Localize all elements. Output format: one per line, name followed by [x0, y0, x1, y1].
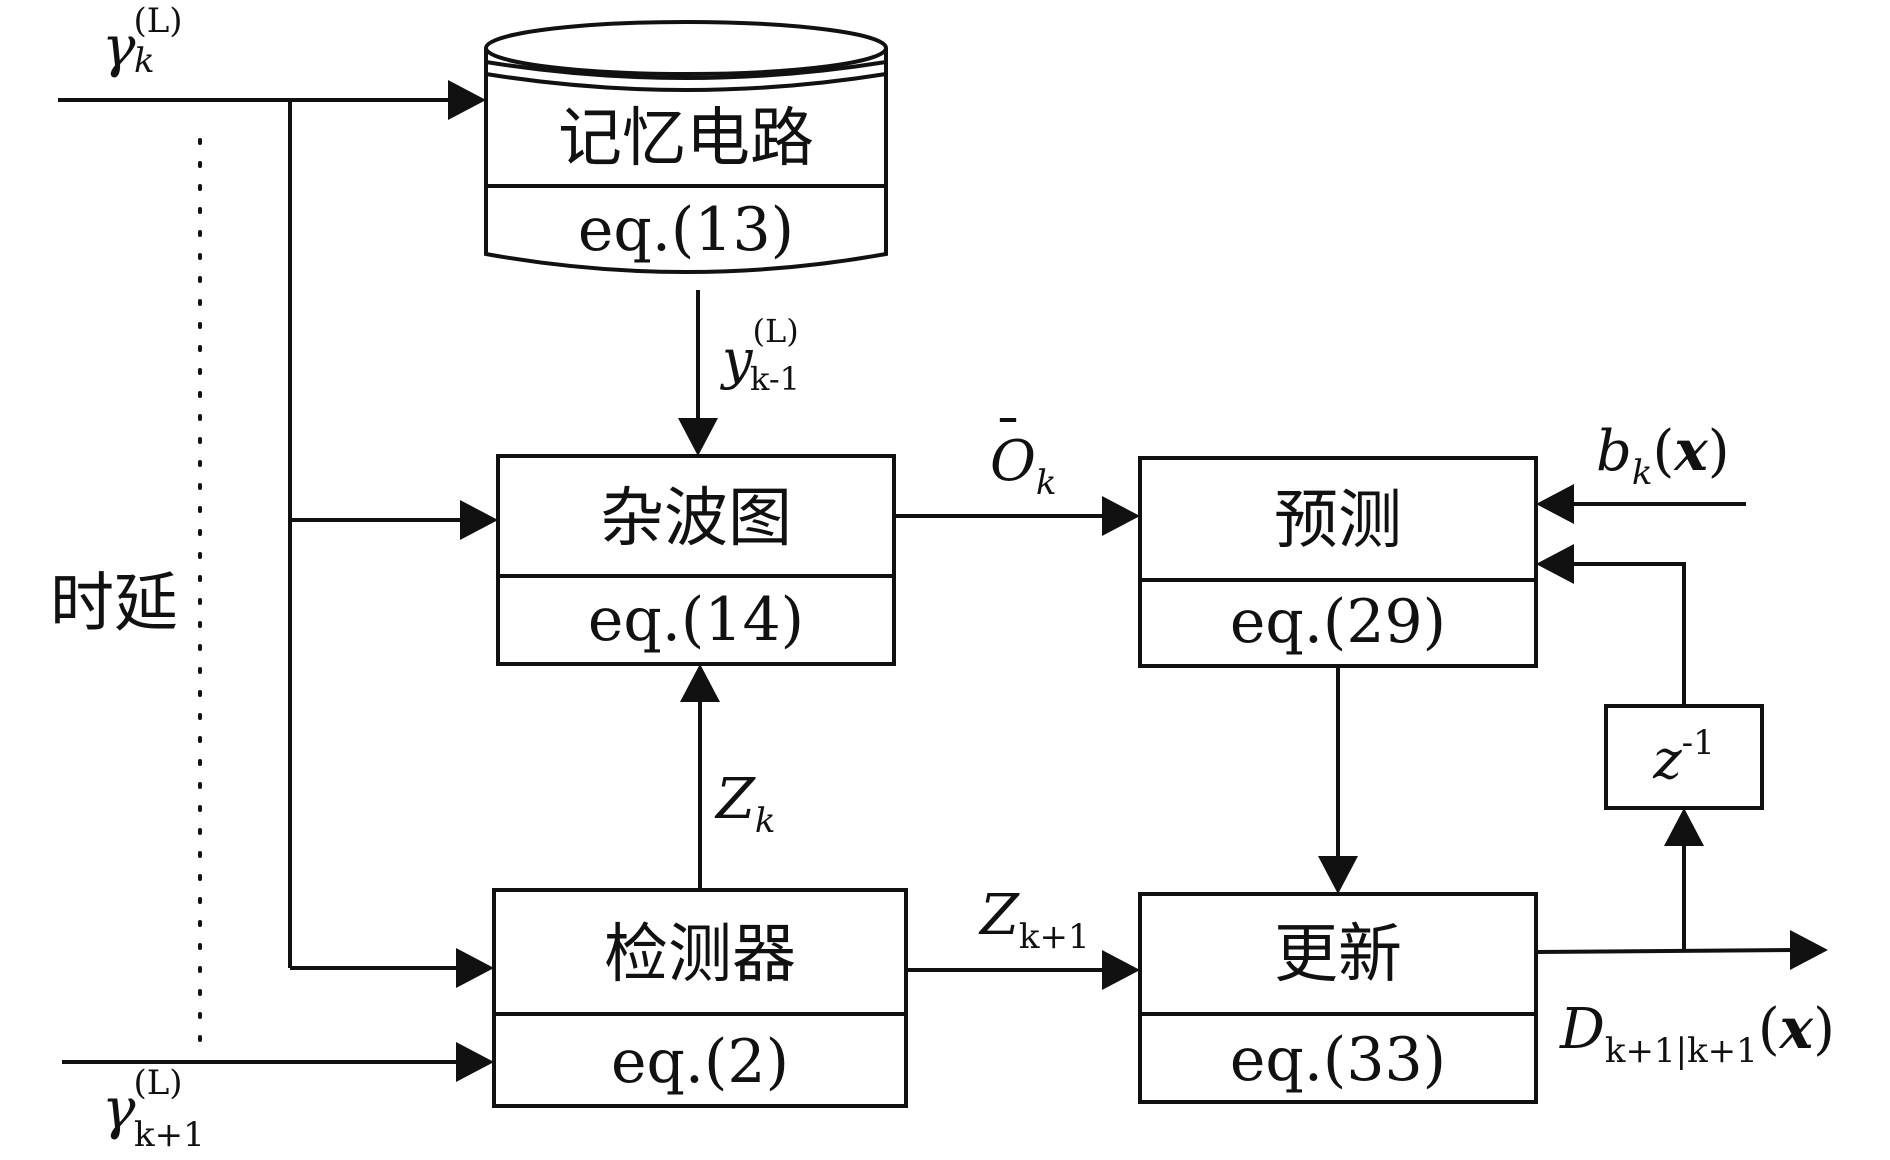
prediction-block: 预测 eq.(29): [1138, 456, 1538, 668]
unit-delay-block: z-1: [1604, 704, 1764, 810]
memory-to-clutter-connector: [678, 290, 718, 456]
detector-to-clutter-connector: [680, 664, 720, 890]
birth-input-connector: [1536, 484, 1746, 524]
gamma-k-label: γ(L)k: [102, 1, 183, 81]
detector-eq: eq.(2): [611, 1027, 789, 1097]
time-delay-label: 时延: [50, 567, 178, 641]
prediction-title: 预测: [1274, 484, 1402, 558]
y-k-minus-1-label: y(L)k-1: [720, 312, 800, 398]
clutter-map-title: 杂波图: [600, 482, 792, 556]
detector-to-update-connector: [906, 950, 1140, 990]
update-block: 更新 eq.(33): [1138, 892, 1538, 1104]
clutter-to-prediction-connector: [894, 496, 1140, 536]
clutter-map-block: 杂波图 eq.(14): [496, 454, 896, 666]
unit-delay-label: z-1: [1652, 723, 1715, 791]
detector-block: 检测器 eq.(2): [492, 888, 908, 1108]
gamma-k1-label: γ(L)k+1: [102, 1063, 205, 1155]
output-to-delay-connector: [1664, 808, 1704, 950]
gamma-k1-input-connector: [62, 1042, 494, 1082]
update-title: 更新: [1274, 918, 1402, 992]
memory-circuit-eq: eq.(13): [578, 195, 794, 265]
d-k1-label: Dk+1|k+1(x): [1559, 996, 1835, 1071]
bus-to-detector-connector: [290, 948, 494, 988]
update-output-connector: [1535, 930, 1828, 970]
prediction-eq: eq.(29): [1230, 587, 1446, 657]
update-eq: eq.(33): [1230, 1025, 1446, 1095]
detector-title: 检测器: [604, 918, 796, 992]
z-k-label: Zk: [714, 767, 776, 841]
z-k1-label: Zk+1: [978, 883, 1090, 957]
prediction-to-update-connector: [1318, 666, 1358, 894]
delay-feedback-connector: [1536, 544, 1686, 706]
b-k-label: bk(x): [1596, 418, 1730, 493]
memory-circuit-title: 记忆电路: [558, 102, 814, 176]
gamma-k-input-connector: [58, 80, 486, 120]
memory-circuit-block: 记忆电路 eq.(13): [484, 20, 888, 274]
bus-to-clutter-connector: [290, 500, 498, 540]
o-bar-k-label: Ok: [990, 429, 1057, 503]
clutter-map-eq: eq.(14): [588, 585, 804, 655]
o-bar-k-overbar: ¯: [994, 409, 1022, 474]
